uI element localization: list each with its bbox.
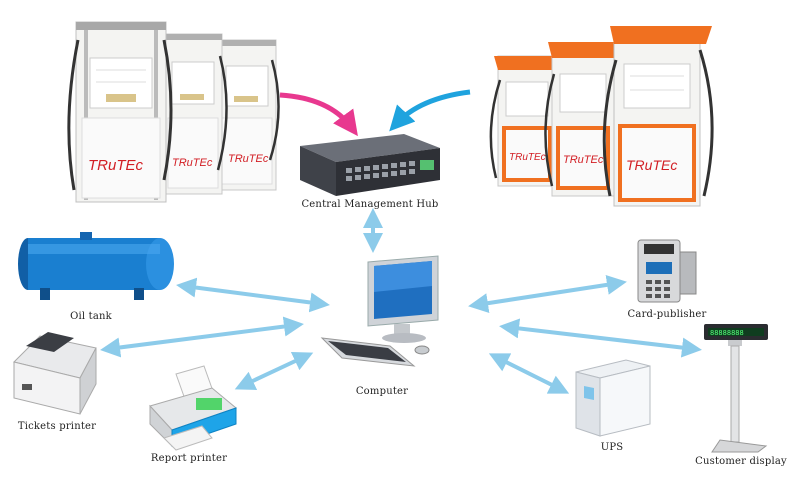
dispenser-white-1: TRuTEc xyxy=(67,21,173,203)
svg-text:TRuTEc: TRuTEc xyxy=(509,152,546,163)
customer-display-label: Customer display xyxy=(695,456,787,467)
arrow-cardpublisher-computer xyxy=(468,274,627,314)
arrow-dispensers-right-hub xyxy=(389,89,471,132)
computer-label: Computer xyxy=(355,386,409,397)
hub-label: Central Management Hub xyxy=(301,199,439,210)
svg-text:TRuTEc: TRuTEc xyxy=(626,157,677,173)
arrow-oiltank-computer xyxy=(176,277,330,313)
card-publisher-label: Card-publisher xyxy=(627,309,707,320)
oil-tank-label: Oil tank xyxy=(70,311,112,322)
ups-label: UPS xyxy=(600,442,624,453)
brand-logo: TRuTEc xyxy=(88,157,144,174)
arrow-reportprinter-computer xyxy=(234,352,314,390)
svg-text:TRuTEc: TRuTEc xyxy=(563,154,604,166)
tickets-printer-label: Tickets printer xyxy=(17,421,97,432)
dispenser-orange-3: TRuTEc xyxy=(602,26,714,207)
report-printer-label: Report printer xyxy=(150,453,228,464)
arrow-dispensers-left-hub xyxy=(279,92,358,137)
arrow-ticketsprinter-computer xyxy=(100,316,304,358)
arrow-customerdisplay-computer xyxy=(499,318,702,358)
arrow-ups-computer xyxy=(488,353,570,394)
dispenser-white-3: TRuTEc xyxy=(217,39,280,191)
svg-text:TRuTEc: TRuTEc xyxy=(172,157,213,169)
svg-text:88888888: 88888888 xyxy=(710,329,744,337)
svg-text:TRuTEc: TRuTEc xyxy=(228,153,269,165)
